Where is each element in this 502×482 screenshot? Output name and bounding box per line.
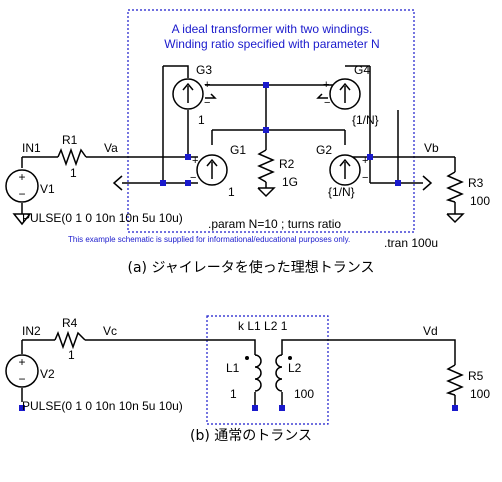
resistor-icon <box>257 149 275 183</box>
svg-text:+: + <box>323 79 329 91</box>
r3-name: R3 <box>468 176 484 190</box>
g1-value: 1 <box>228 185 235 199</box>
current-source-icon <box>196 154 228 186</box>
v1-value: PULSE(0 1 0 10n 10n 5u 10u) <box>22 211 183 225</box>
r4-value: 1 <box>68 348 75 362</box>
current-source-icon <box>329 78 361 110</box>
wires-a <box>21 65 456 214</box>
r4-name: R4 <box>62 316 78 330</box>
node-vb: Vb <box>424 141 439 155</box>
ground-icon <box>12 213 32 226</box>
transformer-box-a <box>127 9 415 233</box>
resistor-icon <box>445 364 464 396</box>
note-line-1: A ideal transformer with two windings. <box>172 22 373 36</box>
k-directive: k L1 L2 1 <box>238 319 288 333</box>
g2-value: {1/N} <box>328 185 355 199</box>
current-source-icon <box>329 154 361 186</box>
ground-icon <box>257 187 276 198</box>
ground-icon <box>446 213 465 224</box>
voltage-source-icon: + − <box>5 354 39 388</box>
r1-value: 1 <box>70 166 77 180</box>
tran-directive: .tran 100u <box>384 236 438 250</box>
current-source-icon <box>172 78 204 110</box>
svg-text:+: + <box>18 170 25 184</box>
svg-text:−: − <box>324 97 330 109</box>
g4-name: G4 <box>354 63 370 77</box>
node-in1: IN1 <box>22 141 41 155</box>
l1-name: L1 <box>226 361 240 375</box>
dot-l1 <box>245 356 249 360</box>
g3-ground-icon <box>205 93 217 99</box>
junctions-a <box>160 82 401 186</box>
node-vc: Vc <box>103 324 117 338</box>
inductor-icon <box>254 354 262 392</box>
figure-a: A ideal transformer with two windings. W… <box>5 9 490 276</box>
r3-value: 100 <box>470 194 490 208</box>
svg-text:+: + <box>18 355 25 369</box>
node-in2: IN2 <box>22 324 41 338</box>
r2-name: R2 <box>279 157 295 171</box>
svg-text:+: + <box>362 155 368 167</box>
svg-text:+: + <box>192 155 198 167</box>
junctions-b <box>19 405 458 411</box>
v1-name: V1 <box>40 182 55 196</box>
svg-text:−: − <box>204 97 210 109</box>
r2-value: 1G <box>282 175 298 189</box>
g2-name: G2 <box>316 143 332 157</box>
svg-text:−: − <box>18 187 25 201</box>
voltage-source-icon: + − <box>5 169 39 203</box>
l2-value: 100 <box>294 387 314 401</box>
disclaimer: This example schematic is supplied for i… <box>68 235 350 244</box>
r5-name: R5 <box>468 369 484 383</box>
resistor-icon <box>445 171 464 203</box>
param-directive: .param N=10 ; turns ratio <box>208 217 341 231</box>
g1-name: G1 <box>230 143 246 157</box>
r5-value: 100 <box>470 387 490 401</box>
g4-value: {1/N} <box>352 113 379 127</box>
svg-text:+: + <box>204 79 210 91</box>
resistor-icon <box>57 147 87 167</box>
ground-arrow-right-icon <box>422 175 433 191</box>
note-line-2: Winding ratio specified with parameter N <box>164 37 379 51</box>
inductor-icon <box>275 354 283 392</box>
caption-a: (a) ジャイレータを使った理想トランス <box>128 259 375 276</box>
g3-name: G3 <box>196 63 212 77</box>
transformer-box-b <box>206 315 329 425</box>
g4-ground-icon <box>316 93 328 99</box>
l1-value: 1 <box>230 387 237 401</box>
svg-text:−: − <box>190 172 196 184</box>
node-va: Va <box>104 141 118 155</box>
v2-name: V2 <box>40 367 55 381</box>
svg-text:−: − <box>362 172 368 184</box>
svg-text:−: − <box>18 372 25 386</box>
l2-name: L2 <box>288 361 302 375</box>
dot-l2 <box>288 356 292 360</box>
v2-value: PULSE(0 1 0 10n 10n 5u 10u) <box>22 399 183 413</box>
r1-name: R1 <box>62 133 78 147</box>
figure-b: + − V2 PULSE(0 1 0 10n 10n 5u 10u) R4 1 … <box>5 315 490 444</box>
g3-value: 1 <box>198 113 205 127</box>
ground-arrow-left-icon <box>112 175 123 191</box>
caption-b: (b) 通常のトランス <box>190 428 312 444</box>
resistor-icon <box>54 330 86 350</box>
node-vd: Vd <box>423 324 438 338</box>
